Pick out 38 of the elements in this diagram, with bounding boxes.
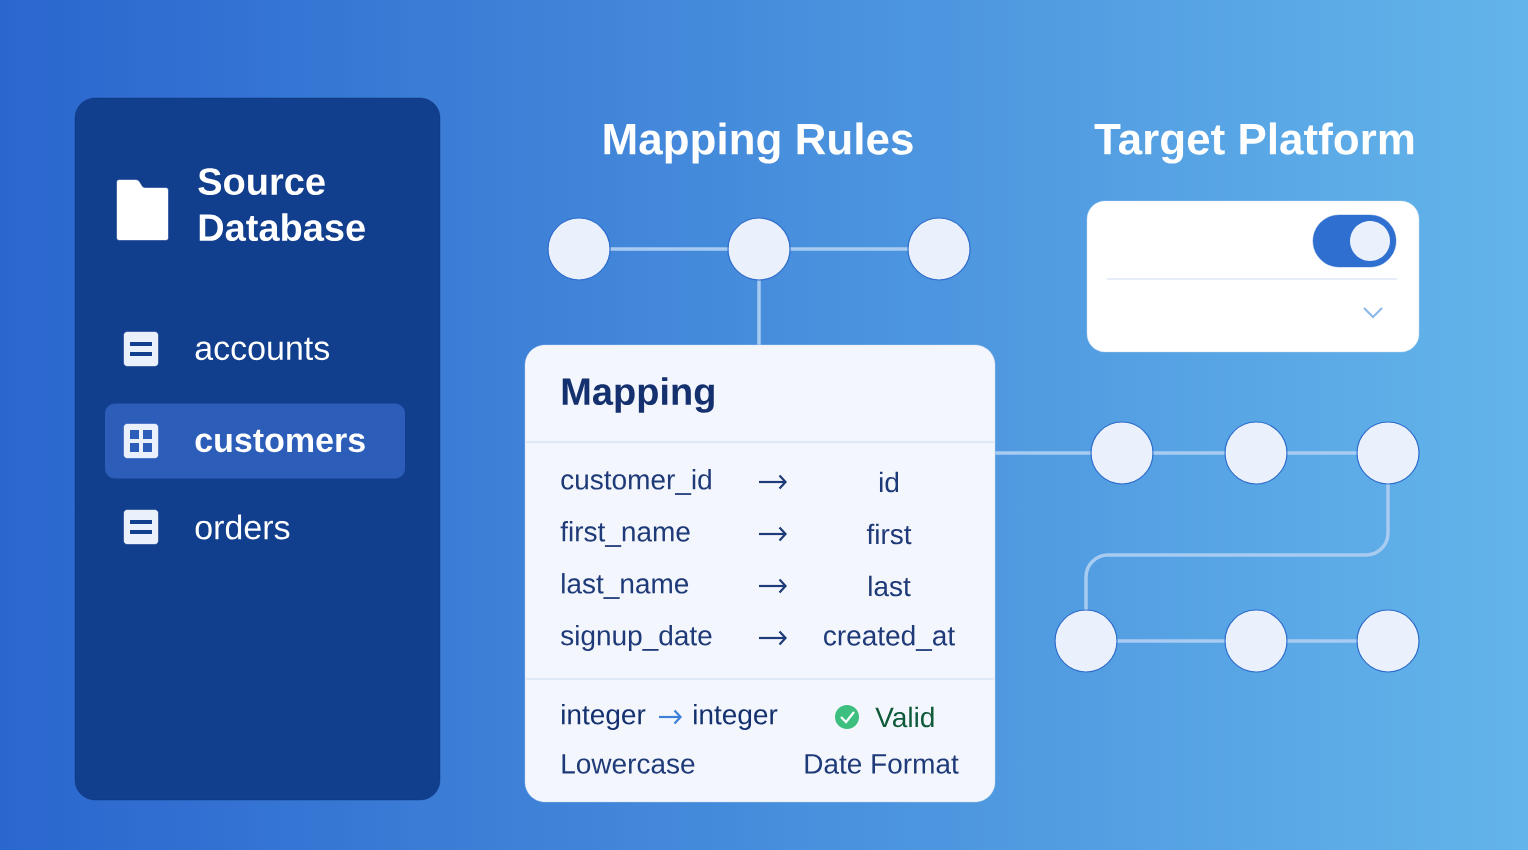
- list-item: orders: [195, 514, 290, 540]
- flow-circle: [907, 217, 971, 281]
- connector-line: [1153, 451, 1225, 455]
- flow-circle: [547, 217, 611, 281]
- connector-line: [995, 451, 1091, 455]
- connector-line: [1287, 639, 1357, 643]
- connector-line: [1287, 451, 1357, 455]
- section-title: Mapping Rules: [604, 122, 913, 164]
- type-text: integer: [562, 703, 646, 731]
- flow-circle: [1356, 421, 1420, 485]
- connector-line: [1084, 484, 1390, 610]
- type-text: integer: [694, 703, 778, 731]
- list-item: accounts: [195, 337, 330, 361]
- connector-line: [790, 247, 908, 251]
- field-name: first_name: [560, 521, 690, 547]
- rule-text: Date Format: [805, 754, 959, 774]
- field-name: id: [880, 471, 899, 493]
- field-name: first: [866, 523, 912, 545]
- selected-list-item: customers: [105, 403, 405, 479]
- field-name: last: [869, 575, 911, 597]
- card-title: Mapping: [562, 377, 714, 413]
- field-name: last_name: [562, 573, 689, 599]
- flow-circle: [1224, 421, 1288, 485]
- panel-title: Source Database: [198, 168, 365, 242]
- flow-circle: [1090, 421, 1154, 485]
- section-title: Target Platform: [1094, 122, 1414, 164]
- rule-text: Lowercase: [562, 754, 695, 774]
- connector-line: [610, 247, 728, 251]
- connector-line: [1117, 639, 1225, 643]
- flow-circle: [1224, 609, 1288, 673]
- field-name: customer_id: [561, 469, 711, 495]
- status-text: Valid: [875, 706, 934, 728]
- connector-line: [757, 280, 761, 345]
- flow-circle: [1356, 609, 1420, 673]
- flow-circle: [1054, 609, 1118, 673]
- field-name: signup_date: [561, 624, 712, 652]
- flow-circle: [727, 217, 791, 281]
- field-name: created_at: [824, 625, 955, 651]
